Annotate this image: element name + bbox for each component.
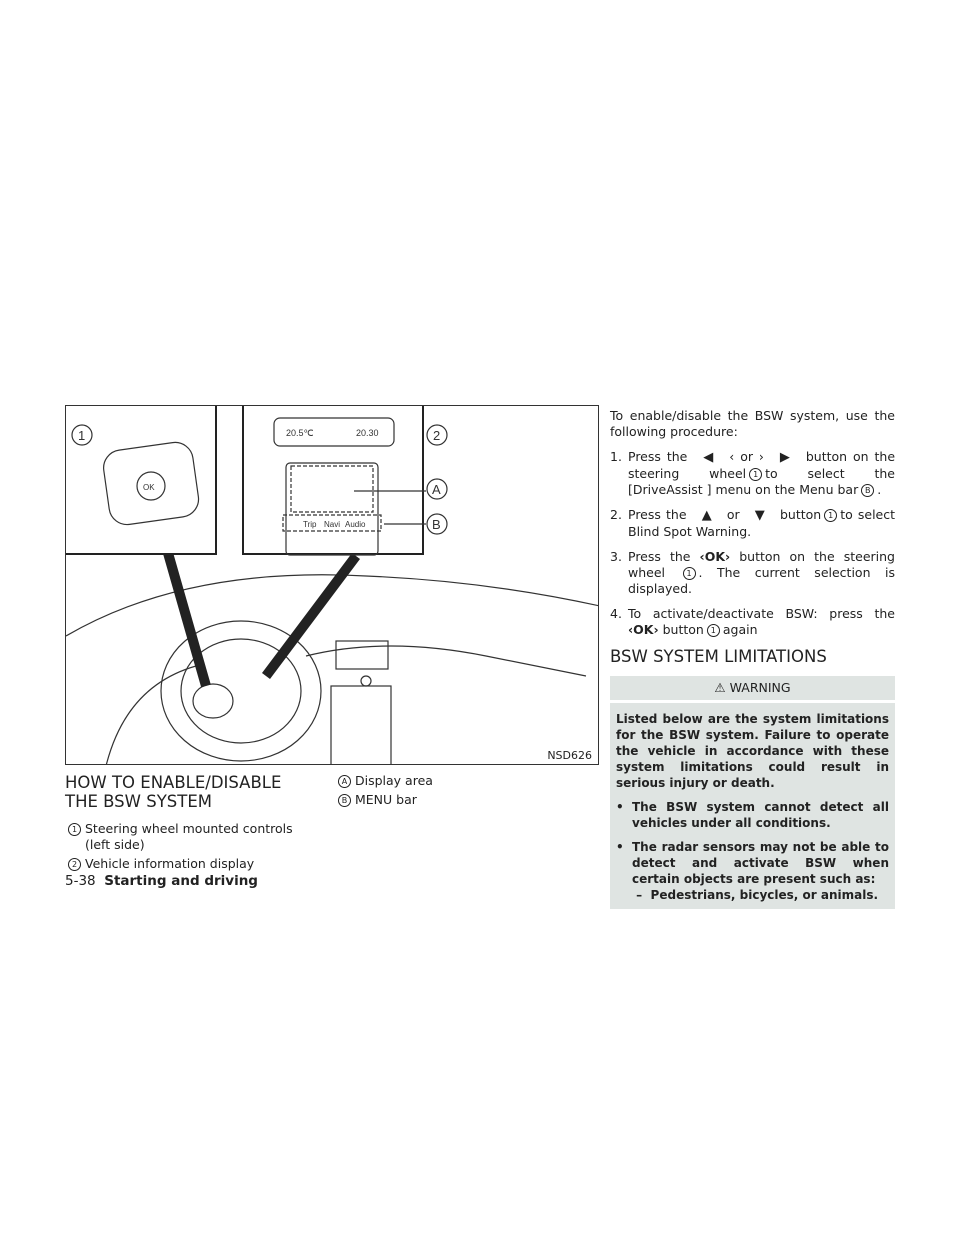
marker: 1	[824, 509, 838, 522]
menu-trip: Trip	[303, 520, 317, 529]
dashboard-illustration: 1 OK 20.5℃ 20.30 Trip Navi Audio 2 A B N…	[65, 405, 599, 765]
ok-label: ‹OK›	[699, 549, 731, 564]
page-footer: 5-38 Starting and driving	[65, 873, 258, 889]
legend-item: 2 Vehicle information display	[65, 856, 305, 872]
legend-text: Display area	[355, 773, 433, 788]
bullet-text: The BSW system cannot detect all vehicle…	[632, 800, 889, 830]
legend-item: A Display area	[335, 773, 575, 789]
ok-button-label: OK	[143, 483, 155, 492]
limitations-heading: BSW SYSTEM LIMITATIONS	[610, 647, 827, 666]
warning-box: ⚠ WARNING Listed below are the system li…	[610, 676, 895, 909]
middle-column: A Display area B MENU bar	[335, 773, 575, 811]
t: button on the steering wheel	[628, 549, 895, 580]
marker: B	[338, 794, 351, 807]
marker: 1	[749, 468, 763, 481]
sub-bullet-text: Pedestrians, bicycles, or animals.	[650, 888, 879, 902]
warning-icon: ⚠	[714, 680, 726, 695]
display-time: 20.30	[356, 428, 379, 438]
section-name: Starting and driving	[104, 873, 258, 889]
marker: 1	[68, 823, 81, 836]
bullet: •The radar sensors may not be able to de…	[616, 840, 889, 902]
menu-navi: Navi	[324, 520, 340, 529]
legend-text: Steering wheel mounted controls (left si…	[85, 821, 293, 852]
callout-b: B	[432, 517, 441, 532]
t: . The current selection is displayed.	[628, 565, 895, 596]
t: To activate/deactivate BSW: press the	[628, 606, 895, 621]
right-column: To enable/disable the BSW system, use th…	[610, 408, 895, 909]
down-arrow-icon: ▼	[753, 508, 766, 523]
bullet: •The BSW system cannot detect all vehicl…	[616, 800, 889, 830]
t: ‹ or ›	[729, 449, 764, 464]
t: button	[662, 622, 704, 637]
t: again	[722, 622, 758, 637]
marker: 2	[68, 858, 81, 871]
legend-text: Vehicle information display	[85, 856, 255, 871]
right-arrow-icon: ▶	[777, 450, 792, 465]
step-number: 1.	[610, 449, 622, 464]
intro: To enable/disable the BSW system, use th…	[610, 408, 895, 439]
warning-title: WARNING	[729, 680, 791, 695]
marker: 1	[682, 567, 696, 580]
warning-body: Listed below are the system limitations …	[616, 712, 889, 790]
callout-2: 2	[433, 428, 440, 443]
page-number: 5-38	[65, 873, 96, 889]
step-number: 4.	[610, 606, 622, 621]
t: to select Blind Spot Warning.	[628, 507, 896, 539]
t: to select the [DriveAssist ] menu on the…	[628, 466, 895, 497]
section-heading: HOW TO ENABLE/DISABLE THE BSW SYSTEM	[65, 773, 282, 811]
t: button	[779, 507, 822, 522]
up-arrow-icon: ▲	[700, 508, 713, 523]
menu-audio: Audio	[345, 520, 366, 529]
step-1: 1. Press the ◀ ‹ or › ▶button on the steerin…	[610, 449, 895, 498]
t: Press the	[628, 549, 691, 564]
callout-1: 1	[78, 428, 85, 443]
legend-text: MENU bar	[355, 792, 417, 807]
ok-label: ‹OK›	[628, 622, 659, 637]
step-number: 3.	[610, 549, 622, 564]
display-temp: 20.5℃	[286, 428, 314, 438]
step-3: 3. Press the ‹OK› button on the steering …	[610, 549, 895, 597]
t: or	[726, 507, 740, 522]
t: Press the	[628, 507, 687, 522]
t: Press the	[628, 449, 688, 464]
left-column: HOW TO ENABLE/DISABLE THE BSW SYSTEM 1 St…	[65, 773, 305, 875]
figure-id: NSD626	[545, 749, 594, 762]
marker: B	[861, 484, 875, 497]
marker: A	[338, 775, 351, 788]
step-number: 2.	[610, 507, 622, 522]
t: .	[877, 482, 882, 497]
legend-item: B MENU bar	[335, 792, 575, 808]
callout-a: A	[432, 482, 441, 497]
step-4: 4.To activate/deactivate BSW: press the …	[610, 606, 895, 638]
marker: 1	[706, 624, 720, 637]
legend-item: 1 Steering wheel mounted controls (left s…	[65, 821, 305, 853]
left-arrow-icon: ◀	[701, 450, 716, 465]
bullet-text: The radar sensors may not be able to det…	[632, 840, 889, 886]
t: button on the steering wheel	[628, 449, 896, 481]
